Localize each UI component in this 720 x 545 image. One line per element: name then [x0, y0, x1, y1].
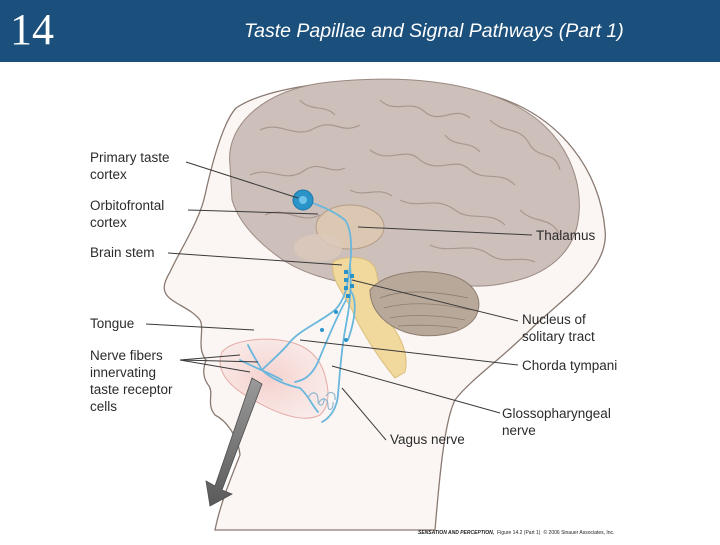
taste-receptor-clusters	[307, 391, 336, 411]
midbrain-shape	[294, 234, 342, 262]
header-bar: 14 Taste Papillae and Signal Pathways (P…	[0, 0, 720, 62]
nerve-nodes	[320, 270, 354, 342]
chapter-number: 14	[10, 5, 54, 54]
nerve-pathways	[239, 199, 356, 423]
label-brain-stem: Brain stem	[90, 245, 155, 260]
slide-title: Taste Papillae and Signal Pathways (Part…	[244, 20, 624, 42]
leader-lines	[145, 161, 533, 441]
brain-gyri	[249, 99, 561, 263]
throat-arrow	[205, 377, 263, 507]
label-thalamus: Thalamus	[536, 228, 596, 243]
cerebellum-folia	[379, 291, 471, 329]
label-vagus-nerve: Vagus nerve	[390, 432, 465, 447]
label-chorda-tympani: Chorda tympani	[522, 358, 617, 373]
label-tongue: Tongue	[90, 316, 134, 331]
figure-credit: SENSATION AND PERCEPTION,Figure 14.2 (Pa…	[418, 529, 614, 536]
